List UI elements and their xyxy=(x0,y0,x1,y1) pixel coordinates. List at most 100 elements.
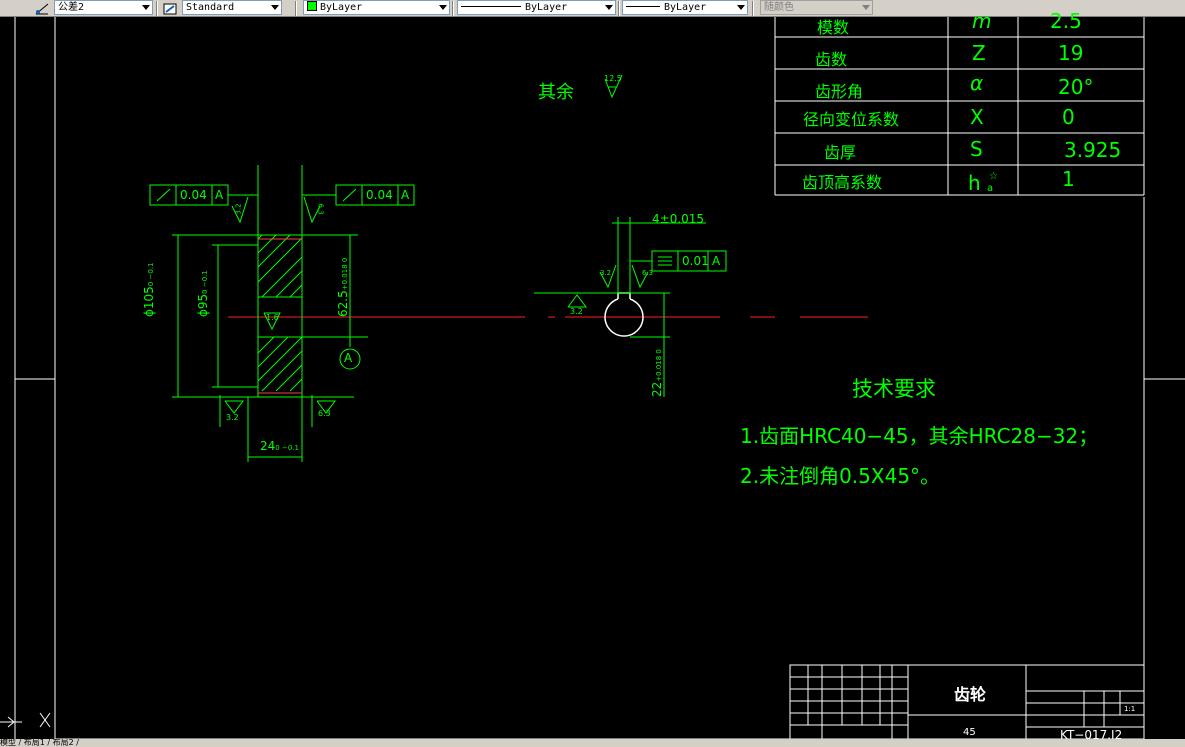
gear-table-label: 径向变位系数 xyxy=(803,110,900,129)
dimstyle-select[interactable]: 公差2 xyxy=(54,0,153,15)
gear-table-label: 齿顶高系数 xyxy=(802,173,883,192)
roughness-value: 6.3 xyxy=(318,409,331,418)
gear-table-label: 齿厚 xyxy=(824,143,857,162)
chevron-down-icon xyxy=(737,5,745,10)
linetype-select[interactable]: ByLayer xyxy=(457,0,616,15)
toolbar-separator xyxy=(752,1,754,16)
drawing-frame xyxy=(14,17,1185,740)
toolbar-separator xyxy=(452,1,454,16)
gear-table-symbol: S xyxy=(970,137,983,161)
hub-bore-circle xyxy=(604,292,644,337)
tech-requirement-item: 2.未注倒角0.5X45°。 xyxy=(740,464,941,488)
lineweight-select[interactable]: ByLayer xyxy=(622,0,748,15)
dim-keyway-width: 4±0.015 xyxy=(652,212,705,226)
roughness-value: 6.3 xyxy=(642,269,654,277)
chevron-down-icon xyxy=(142,5,150,10)
gear-table-symbol: α xyxy=(970,71,984,95)
dim-value: 62.5 xyxy=(336,290,350,317)
gear-section xyxy=(149,165,415,462)
gear-table-symbol: m xyxy=(972,9,992,33)
dim-outer-diameter: ϕ1050 −0.1 xyxy=(142,262,156,317)
dim-tolerance: +0.018 0 xyxy=(655,349,663,382)
gear-table-grid xyxy=(774,17,1145,196)
roughness-value: 1.6 xyxy=(266,313,279,322)
gear-table-symbol-sub: a xyxy=(987,183,994,194)
symmetry-tolerance: 0.01 xyxy=(682,254,709,268)
gear-table-value: 2.5 xyxy=(1050,9,1082,33)
textstyle-value: Standard xyxy=(186,2,235,13)
title-block-scale: 1:1 xyxy=(1124,705,1136,713)
gear-table-label: 齿形角 xyxy=(815,82,864,101)
drawing-lines xyxy=(0,17,1185,740)
gear-table-label: 齿数 xyxy=(815,50,848,69)
tech-requirement-item: 1.齿面HRC40−45，其余HRC28−32； xyxy=(740,424,1099,448)
gear-table-value: 3.925 xyxy=(1064,138,1122,162)
dimstyle-value: 公差2 xyxy=(58,2,85,13)
lineweight-sample xyxy=(626,6,660,7)
datum-reference: A xyxy=(215,188,224,202)
gear-table-label: 模数 xyxy=(817,18,850,37)
gear-table-symbol: X xyxy=(970,105,984,129)
dim-tolerance: 0 −0.1 xyxy=(275,444,299,452)
color-swatch xyxy=(307,1,317,11)
linetype-value: ByLayer xyxy=(525,2,568,13)
roughness-value: 3.2 xyxy=(600,269,612,277)
roughness-note-value: 12.5 xyxy=(604,74,622,83)
plotstyle-value: 随颜色 xyxy=(764,2,794,13)
title-block-material: 45 xyxy=(963,727,976,738)
linetype-sample xyxy=(461,6,521,7)
textstyle-select[interactable]: Standard xyxy=(182,0,282,15)
roughness-value: 3.2 xyxy=(234,203,243,215)
dim-inner-diameter: ϕ950 −0.1 xyxy=(196,270,210,317)
gear-table-value: 20° xyxy=(1058,75,1094,99)
datum-reference: A xyxy=(712,254,721,268)
chevron-down-icon xyxy=(862,5,870,10)
chevron-down-icon xyxy=(271,5,279,10)
dim-width: 240 −0.1 xyxy=(260,439,299,453)
chevron-down-icon xyxy=(605,5,613,10)
dim-value: ϕ105 xyxy=(142,286,156,317)
roughness-value: 6.3 xyxy=(316,203,325,215)
layout-tabs[interactable]: 模型 / 布局1 / 布局2 / xyxy=(0,739,1185,747)
gear-table-symbol: Z xyxy=(972,41,986,65)
properties-toolbar: 公差2 Standard ByLayer ByLayer ByLayer 随颜色 xyxy=(0,0,1185,17)
dimstyle-icon[interactable] xyxy=(34,1,50,15)
runout-tolerance: 0.04 xyxy=(366,188,393,202)
dim-value: ϕ95 xyxy=(196,293,210,317)
title-block-part-name: 齿轮 xyxy=(954,685,987,704)
dim-value: 24 xyxy=(260,439,276,453)
datum-reference: A xyxy=(401,188,410,202)
tech-requirements-title: 技术要求 xyxy=(852,377,936,401)
color-select[interactable]: ByLayer xyxy=(303,0,450,15)
dim-tolerance: 0 −0.1 xyxy=(147,262,155,287)
dim-keyway-depth: 22+0.018 0 xyxy=(650,349,664,397)
layout-tabs-label: 模型 / 布局1 / 布局2 / xyxy=(0,739,79,747)
datum-label: A xyxy=(344,351,353,365)
drawing-canvas[interactable]: 模数 m 2.5 齿数 Z 19 齿形角 α 20° 径向变位系数 X 0 齿厚… xyxy=(0,9,1185,747)
toolbar-separator xyxy=(295,1,297,16)
chevron-down-icon xyxy=(439,5,447,10)
title-block-drawing-no: KT−017.I2 xyxy=(1060,728,1123,742)
dim-tolerance: +0.018 0 xyxy=(341,257,349,291)
gear-table-value: 19 xyxy=(1058,41,1084,65)
keyway-dimensions xyxy=(534,74,727,397)
roughness-note-label: 其余 xyxy=(538,82,574,103)
runout-tolerance: 0.04 xyxy=(180,188,207,202)
chamfer-lines xyxy=(258,238,302,394)
dim-bore: 62.5+0.018 0 xyxy=(336,258,350,317)
dim-value: 22 xyxy=(650,381,664,397)
roughness-value: 3.2 xyxy=(570,307,583,316)
lineweight-value: ByLayer xyxy=(664,2,707,13)
ucs-icon xyxy=(0,712,51,728)
textstyle-icon[interactable] xyxy=(162,1,178,15)
gear-table-symbol-sup: ☆ xyxy=(989,171,998,182)
toolbar-separator xyxy=(156,1,158,16)
gear-table-value: 0 xyxy=(1062,105,1075,129)
gear-table-symbol: h xyxy=(968,171,981,195)
toolbar-separator xyxy=(618,1,620,16)
gear-table-value: 1 xyxy=(1062,167,1075,191)
color-value: ByLayer xyxy=(320,2,363,13)
dim-tolerance: 0 −0.1 xyxy=(201,270,209,294)
roughness-value: 3.2 xyxy=(226,413,239,422)
plotstyle-select[interactable]: 随颜色 xyxy=(760,0,873,15)
